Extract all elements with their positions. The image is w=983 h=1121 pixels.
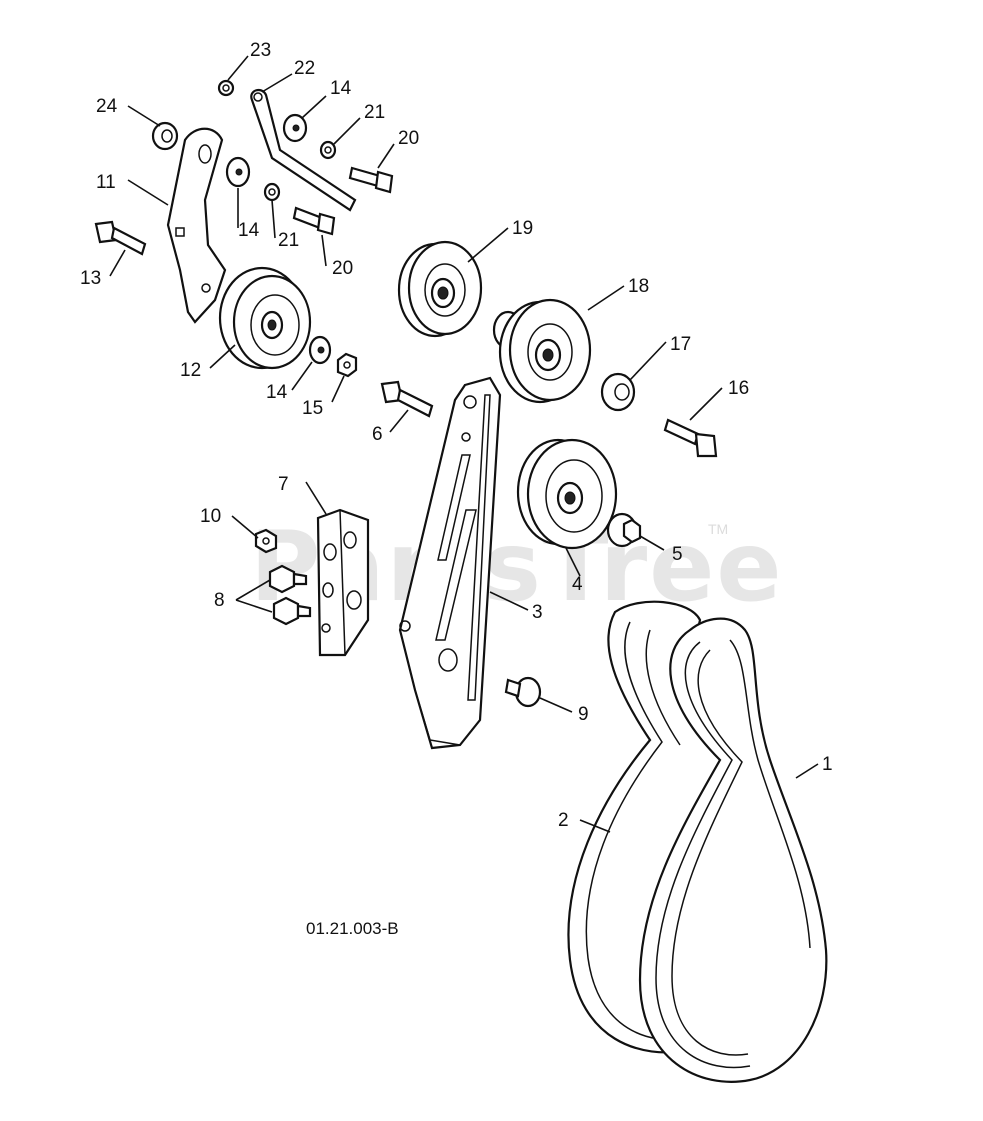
callout-18: 18 bbox=[628, 276, 649, 297]
bolt-16[interactable] bbox=[663, 418, 718, 458]
washer-14-b[interactable] bbox=[225, 156, 251, 188]
callout-19: 19 bbox=[512, 218, 533, 239]
idler-arm-3[interactable] bbox=[398, 376, 502, 750]
spacer-24[interactable] bbox=[151, 121, 179, 151]
lock-washer-21-a[interactable] bbox=[319, 140, 337, 160]
pulley-12[interactable] bbox=[218, 266, 312, 370]
callout-8: 8 bbox=[214, 590, 225, 611]
diagram-code: 01.21.003-B bbox=[306, 919, 399, 938]
belt-1[interactable] bbox=[638, 617, 828, 1083]
callout-20-a: 20 bbox=[398, 128, 419, 149]
lock-washer-21-b[interactable] bbox=[263, 182, 281, 202]
pulley-4[interactable] bbox=[516, 438, 618, 550]
spacer-17[interactable] bbox=[600, 372, 636, 412]
callout-15: 15 bbox=[302, 398, 323, 419]
bracket-11[interactable] bbox=[166, 127, 227, 324]
lock-washer-23[interactable] bbox=[217, 79, 235, 97]
callout-21-a: 21 bbox=[364, 102, 385, 123]
screw-8-b[interactable] bbox=[272, 596, 312, 626]
callout-3: 3 bbox=[532, 602, 543, 623]
callout-14-b: 14 bbox=[238, 220, 260, 241]
nut-10[interactable] bbox=[254, 528, 278, 554]
callout-23: 23 bbox=[250, 40, 271, 61]
callout-labels: 1 2 3 4 5 6 7 8 9 10 11 12 13 14 14 14 1… bbox=[80, 40, 833, 831]
bolt-20-b[interactable] bbox=[292, 206, 336, 236]
nut-5[interactable] bbox=[606, 512, 642, 548]
callout-21-b: 21 bbox=[278, 230, 299, 251]
callout-2: 2 bbox=[558, 810, 569, 831]
callout-20-b: 20 bbox=[332, 258, 353, 279]
pin-9[interactable] bbox=[504, 676, 542, 708]
nut-15[interactable] bbox=[336, 352, 358, 378]
washer-14-a[interactable] bbox=[282, 113, 308, 143]
watermark-trademark: TM bbox=[708, 521, 728, 537]
callout-14-c: 14 bbox=[266, 382, 288, 403]
leader-lines bbox=[109, 55, 819, 833]
callout-16: 16 bbox=[728, 378, 749, 399]
callout-22: 22 bbox=[294, 58, 315, 79]
callout-1: 1 bbox=[822, 754, 833, 775]
callout-24: 24 bbox=[96, 96, 118, 117]
callout-12: 12 bbox=[180, 360, 201, 381]
callout-5: 5 bbox=[672, 544, 683, 565]
bolt-6[interactable] bbox=[380, 380, 434, 418]
plate-7[interactable] bbox=[316, 508, 370, 657]
callout-17: 17 bbox=[670, 334, 691, 355]
callout-7: 7 bbox=[278, 474, 289, 495]
washer-14-c[interactable] bbox=[308, 335, 332, 365]
pulley-18[interactable] bbox=[492, 298, 592, 404]
callout-10: 10 bbox=[200, 506, 221, 527]
bolt-13[interactable] bbox=[94, 220, 147, 256]
callout-11: 11 bbox=[96, 172, 116, 193]
screw-8-a[interactable] bbox=[268, 564, 308, 594]
callout-4: 4 bbox=[572, 574, 583, 595]
callout-6: 6 bbox=[372, 424, 383, 445]
callout-14-a: 14 bbox=[330, 78, 352, 99]
bolt-20-a[interactable] bbox=[348, 166, 394, 194]
pulley-19[interactable] bbox=[397, 240, 483, 338]
callout-13: 13 bbox=[80, 268, 101, 289]
callout-9: 9 bbox=[578, 704, 589, 725]
